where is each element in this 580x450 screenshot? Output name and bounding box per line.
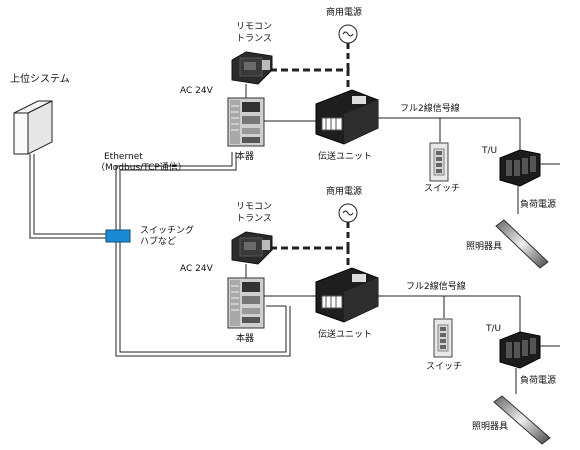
lighting-label: 照明器具 bbox=[466, 242, 503, 252]
remote-transformer-label-2: トランス bbox=[236, 34, 272, 44]
load-power-label: 負荷電源 bbox=[520, 376, 557, 386]
main-unit-label: 本器 bbox=[236, 152, 255, 162]
remote-transformer-label: リモコン bbox=[235, 22, 272, 32]
ethernet-protocol-label: （Modbus/TCP通信） bbox=[96, 163, 187, 173]
commercial-power-label: 商用電源 bbox=[326, 8, 363, 18]
ethernet-label: Ethernet bbox=[104, 152, 143, 162]
transmission-unit-label: 伝送ユニット bbox=[318, 330, 373, 340]
lighting-label: 照明器具 bbox=[472, 422, 509, 432]
switch-label: スイッチ bbox=[426, 362, 463, 372]
ethernet-cable-upper bbox=[29, 154, 106, 239]
upper-system-label: 上位システム bbox=[10, 74, 70, 85]
main-unit-icon bbox=[227, 97, 265, 147]
terminal-unit-icon bbox=[499, 149, 541, 187]
load-power-label: 負荷電源 bbox=[520, 200, 557, 210]
remote-transformer-label: リモコン bbox=[235, 202, 272, 212]
full-2wire-label: フル2線信号線 bbox=[406, 282, 466, 292]
ac24v-label: AC 24V bbox=[180, 264, 213, 274]
main-unit-label: 本器 bbox=[236, 334, 255, 344]
switching-hub-label-2: ハブなど bbox=[140, 237, 177, 247]
group1-graphics bbox=[227, 24, 560, 269]
terminal-unit-icon bbox=[499, 331, 541, 369]
upper-system-box bbox=[13, 100, 53, 155]
main-unit-icon bbox=[227, 277, 265, 329]
ac24v-label: AC 24V bbox=[180, 86, 213, 96]
wall-switch-icon bbox=[433, 318, 453, 358]
full-2wire-label: フル2線信号線 bbox=[400, 104, 460, 114]
tu-label: T/U bbox=[486, 324, 502, 334]
switch-label: スイッチ bbox=[424, 184, 461, 194]
switching-hub-label-1: スイッチング bbox=[140, 226, 195, 236]
group2-graphics bbox=[227, 203, 560, 445]
tu-label: T/U bbox=[482, 146, 498, 156]
transmission-unit-label: 伝送ユニット bbox=[318, 152, 373, 162]
remote-transformer-icon bbox=[231, 51, 273, 85]
transmission-unit-icon bbox=[315, 89, 379, 145]
lighting-fixture-icon bbox=[495, 219, 549, 269]
transmission-unit-icon bbox=[315, 267, 379, 323]
ethernet-cable-group1 bbox=[115, 152, 237, 230]
switching-hub-icon bbox=[105, 229, 131, 243]
wall-switch-icon bbox=[429, 142, 449, 182]
remote-transformer-icon bbox=[231, 231, 273, 265]
commercial-power-label: 商用電源 bbox=[326, 187, 363, 197]
lighting-fixture-icon bbox=[493, 395, 551, 445]
remote-transformer-label-2: トランス bbox=[236, 214, 272, 224]
ethernet-cable-group2 bbox=[115, 242, 291, 357]
